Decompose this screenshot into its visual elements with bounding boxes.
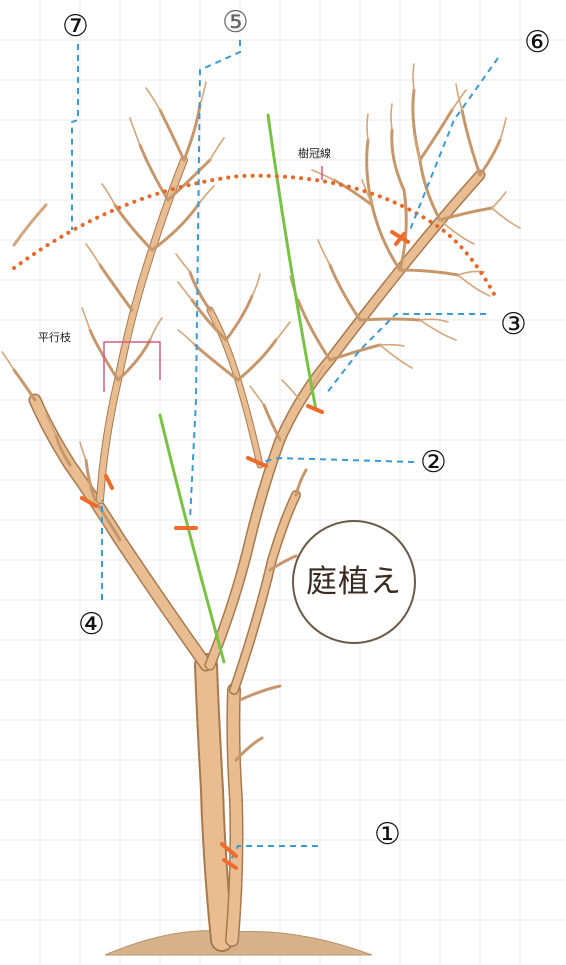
parallel-branch-label: 平行枝 [38,332,71,343]
badge-text: 庭植え [306,567,402,598]
label-1: ① [374,820,401,850]
label-4: ④ [78,610,105,640]
label-6: ⑥ [524,28,551,58]
cut-branch-topleft [14,205,46,245]
label-5: ⑤ [222,8,249,38]
label-3: ③ [500,310,527,340]
garden-planting-badge: 庭植え [292,520,416,644]
trunk [206,665,237,940]
label-2: ② [420,448,447,478]
label-7: ⑦ [62,12,89,42]
crown-line-label: 樹冠線 [298,148,331,159]
